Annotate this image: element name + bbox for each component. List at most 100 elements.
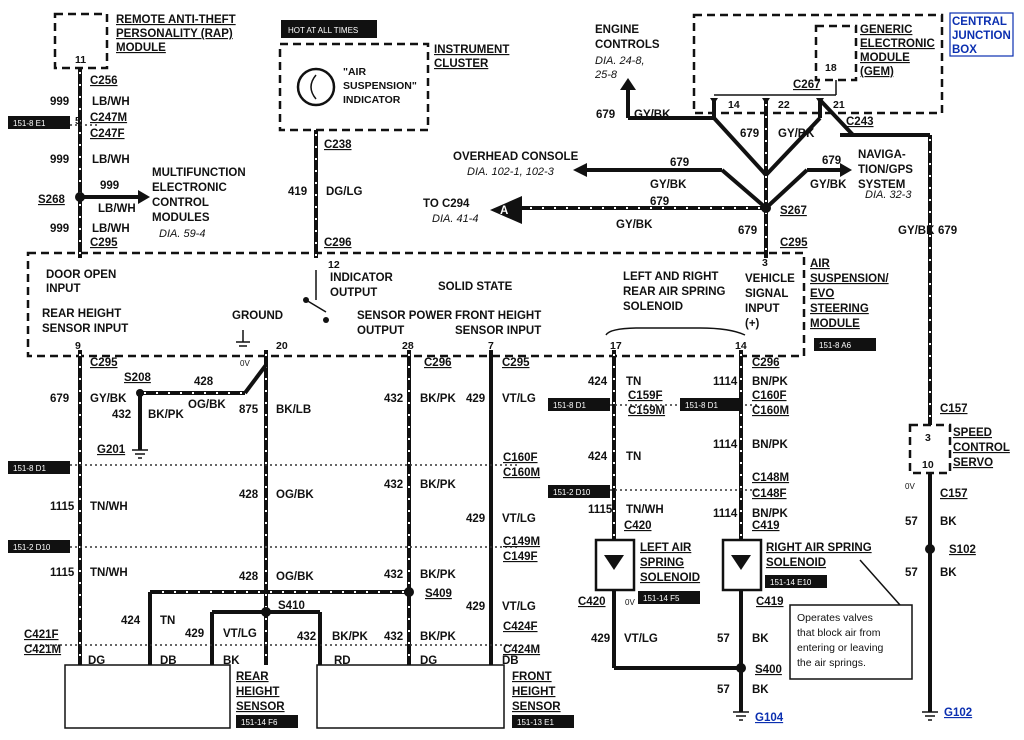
connector-label: C420 — [578, 596, 606, 608]
connector-label: C424F — [503, 621, 538, 633]
engine-controls-label: ENGINE — [595, 24, 639, 36]
nav-arrow-icon — [840, 163, 852, 177]
wire-code: 432 — [384, 393, 403, 405]
gem-label: MODULE — [860, 52, 910, 64]
connector-label: C295 — [780, 237, 808, 249]
cjb-label: CENTRAL — [952, 16, 1007, 28]
ref-badge-label: 151-14 E10 — [770, 578, 812, 587]
solid-state-label: SOLID STATE — [438, 281, 513, 293]
note-label: Operates valves — [797, 612, 873, 624]
connector-label: G104 — [755, 712, 784, 724]
wire-code: GY/BK — [650, 179, 687, 191]
pin-label: 9 — [75, 340, 81, 352]
multifunction-dia-label: DIA. 59-4 — [159, 228, 205, 240]
connector-label: S400 — [755, 664, 782, 676]
indicator-label: INDICATOR — [343, 94, 401, 106]
engine-dia-label: DIA. 24-8, — [595, 55, 645, 67]
wire-code: 432 — [112, 409, 131, 421]
note-label: that block air from — [797, 627, 881, 639]
connector-label: C256 — [90, 75, 118, 87]
air-module-label: EVO — [810, 288, 834, 300]
ref-badge — [8, 461, 70, 474]
wire-code: 679 — [50, 393, 69, 405]
connector-label: C160F — [752, 390, 787, 402]
ref-badge-label: 151-14 F6 — [241, 718, 278, 727]
wire-code: BK — [940, 516, 957, 528]
sensor-pin-color: RD — [334, 655, 351, 667]
wire-code: GY/BK — [90, 393, 127, 405]
connector-label: C157 — [940, 488, 968, 500]
connector-label: C296 — [424, 357, 452, 369]
wire-code: VT/LG — [223, 628, 257, 640]
door-open-label: INPUT — [46, 283, 81, 295]
sensor-power-label: OUTPUT — [357, 325, 404, 337]
pin-label: 22 — [778, 99, 790, 111]
sensor-pin-color: DB — [502, 655, 519, 667]
nav-dia-label: DIA. 32-3 — [865, 189, 912, 201]
wires — [78, 68, 932, 712]
ground-g201-icon — [132, 440, 148, 459]
multifunction-label: ELECTRONIC — [152, 182, 227, 194]
cjb-label: BOX — [952, 44, 977, 56]
cjb-label: JUNCTION — [952, 30, 1011, 42]
note-box — [789, 604, 913, 680]
pin-label: 7 — [488, 340, 494, 352]
air-module-box — [26, 251, 806, 358]
multifunction-label: MODULES — [152, 212, 210, 224]
wire-code: OG/BK — [276, 489, 314, 501]
connector-label: C149F — [503, 551, 538, 563]
multifunction-label: CONTROL — [152, 197, 209, 209]
indicator-output-label: INDICATOR — [330, 272, 394, 284]
rear-height-sensor-box — [64, 664, 231, 729]
wire-code: DG/LG — [326, 186, 362, 198]
connector-label: C296 — [324, 237, 352, 249]
connector-label: S267 — [780, 205, 807, 217]
left-solenoid-label: SOLENOID — [640, 572, 700, 584]
wire-code: 679 — [650, 196, 669, 208]
pin-label: 18 — [825, 62, 837, 74]
connector-label: C296 — [752, 357, 780, 369]
wire-code: 1114 — [713, 508, 738, 520]
pin-label: 3 — [925, 432, 931, 444]
wire-code: OG/BK — [276, 571, 314, 583]
front-height-input-label: SENSOR INPUT — [455, 325, 541, 337]
wire-code: BN/PK — [752, 439, 788, 451]
air-module-label: AIR — [810, 258, 831, 270]
connector-label: S410 — [278, 600, 305, 612]
connector-label: S102 — [949, 544, 976, 556]
ref-badge-label: 151-8 D1 — [553, 401, 586, 410]
overhead-dia-label: DIA. 102-1, 102-3 — [467, 166, 555, 178]
wire-code: TN/WH — [90, 567, 128, 579]
note-label: the air springs. — [797, 657, 866, 669]
wire-code: 432 — [384, 631, 403, 643]
wire-code: LB/WH — [92, 96, 130, 108]
wire-code: 428 — [194, 376, 214, 388]
ref-badge — [638, 591, 700, 604]
connector-label: C247M — [90, 112, 127, 124]
wire-code: 429 — [185, 628, 204, 640]
connector-label: C420 — [624, 520, 652, 532]
wire-code: 999 — [50, 223, 69, 235]
sensor-pin-color: DG — [88, 655, 105, 667]
solenoid-label: REAR AIR SPRING — [623, 286, 725, 298]
cjb-link-box[interactable] — [949, 12, 1014, 57]
connector-label: C160F — [503, 452, 538, 464]
right-solenoid-icon — [721, 538, 763, 592]
rear-height-input-label: SENSOR INPUT — [42, 323, 128, 335]
ref-badge — [8, 540, 70, 553]
indicator-output-label: OUTPUT — [330, 287, 377, 299]
engine-arrow-icon — [620, 78, 636, 90]
wire-code: 999 — [50, 154, 69, 166]
connector-label: C421F — [24, 629, 59, 641]
ground-symbol-icon — [236, 330, 250, 347]
instrument-cluster-label: CLUSTER — [434, 58, 489, 70]
wire-code: 679 — [596, 109, 615, 121]
wire-code: VT/LG — [502, 393, 536, 405]
splices — [75, 192, 935, 673]
pin-label: 3 — [762, 257, 768, 269]
nav-label: SYSTEM — [858, 179, 905, 191]
wire-code: 429 — [466, 513, 485, 525]
hot-at-all-times-label: HOT AT ALL TIMES — [288, 26, 358, 35]
wire-code: 999 — [100, 180, 119, 192]
rap-module-label: MODULE — [116, 42, 166, 54]
